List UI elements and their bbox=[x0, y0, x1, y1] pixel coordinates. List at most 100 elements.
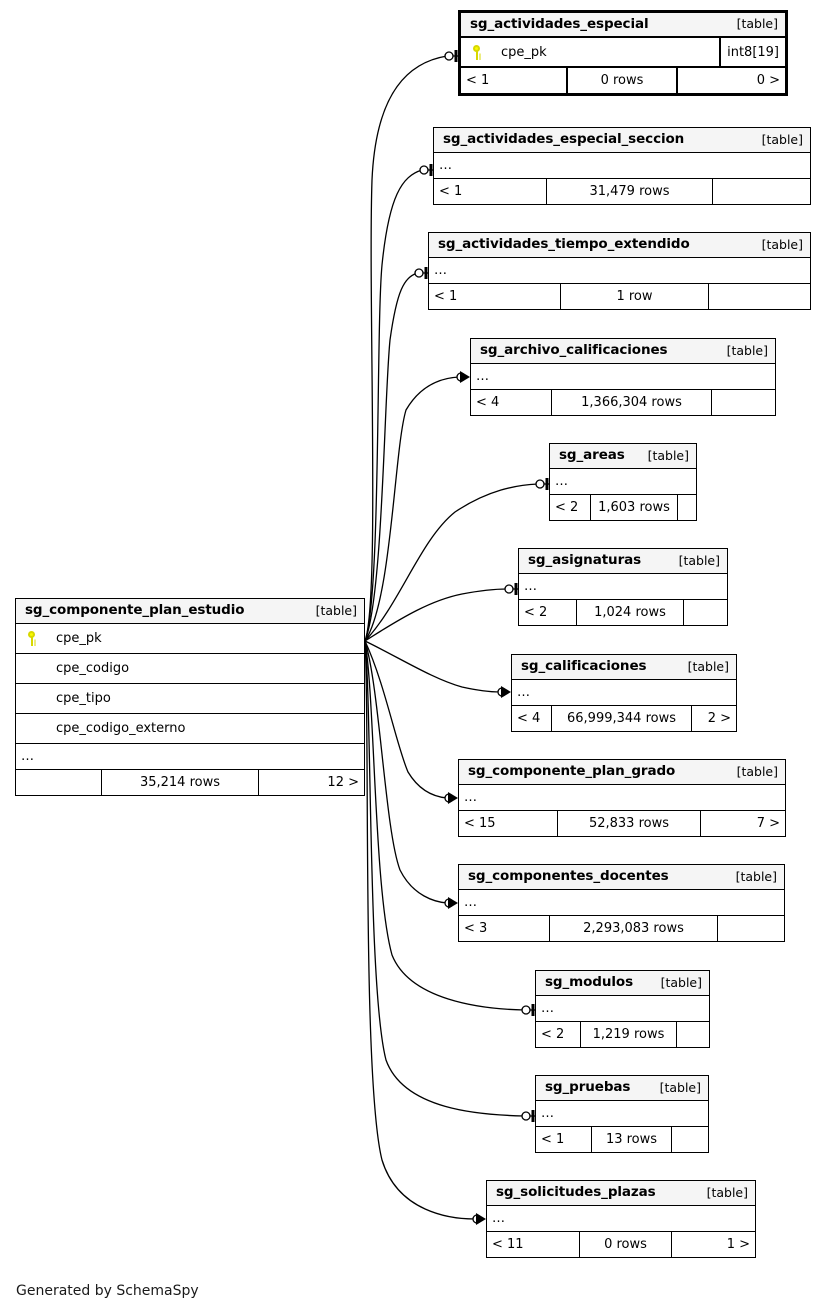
footer-parents-count: < 1 bbox=[541, 1132, 565, 1147]
table-node-sg_actividades_tiempo_extendido[interactable]: sg_actividades_tiempo_extendido[table]…<… bbox=[428, 232, 811, 310]
table-header: sg_modulos[table] bbox=[536, 971, 709, 996]
footer-parents-count: < 4 bbox=[517, 711, 541, 726]
column-row-cpe_pk[interactable]: cpe_pk bbox=[16, 624, 364, 654]
table-name: sg_componente_plan_grado bbox=[468, 763, 676, 780]
table-header: sg_actividades_especial[table] bbox=[461, 13, 785, 38]
footer-parents-count: < 1 bbox=[466, 73, 490, 88]
footer-children-count bbox=[684, 600, 727, 625]
table-name: sg_actividades_especial_seccion bbox=[443, 131, 685, 148]
footer-children-count bbox=[672, 1127, 708, 1152]
table-type-label: [table] bbox=[736, 763, 778, 779]
table-name: sg_actividades_tiempo_extendido bbox=[438, 236, 690, 253]
more-columns-ellipsis: … bbox=[487, 1206, 755, 1232]
cardinality-marker-zero-many-sg_componente_plan_grado bbox=[444, 792, 458, 804]
more-columns-ellipsis: … bbox=[429, 258, 810, 284]
footer-parents-count: < 3 bbox=[464, 921, 488, 936]
footer-parents-count: < 2 bbox=[555, 500, 579, 515]
table-name: sg_archivo_calificaciones bbox=[480, 342, 668, 359]
table-header: sg_componente_plan_estudio[table] bbox=[16, 599, 364, 624]
table-node-sg_componente_plan_grado[interactable]: sg_componente_plan_grado [table] … < 15 52,8… bbox=[458, 759, 786, 837]
more-columns-ellipsis: … bbox=[519, 574, 727, 600]
column-name: cpe_codigo bbox=[16, 661, 364, 676]
table-type-label: [table] bbox=[761, 131, 803, 147]
table-header: sg_pruebas[table] bbox=[536, 1076, 708, 1101]
table-node-sg_modulos[interactable]: sg_modulos[table]… < 2 1,219 rows bbox=[535, 970, 710, 1048]
footer-row-count: 1,024 rows bbox=[576, 600, 684, 625]
relationship-edge-sg_componente_plan_grado bbox=[364, 640, 448, 799]
footer-row-count: 66,999,344 rows bbox=[551, 706, 692, 731]
column-name-text: cpe_tipo bbox=[56, 691, 111, 706]
table-header: sg_actividades_tiempo_extendido [table] bbox=[429, 233, 810, 258]
cardinality-marker-zero-many-sg_componentes_docentes bbox=[444, 897, 458, 909]
footer-row-count: 1,219 rows bbox=[580, 1022, 677, 1047]
table-name: sg_actividades_especial bbox=[470, 15, 649, 32]
footer-parents-count: < 1 bbox=[434, 289, 458, 304]
primary-key-icon bbox=[471, 44, 485, 60]
footer-children-count bbox=[718, 916, 784, 941]
table-name: sg_areas bbox=[559, 447, 625, 464]
more-columns-ellipsis: … bbox=[459, 890, 784, 916]
relationship-edge-sg_asignaturas bbox=[364, 588, 508, 642]
table-footer: < 2 1,219 rows bbox=[536, 1022, 709, 1047]
more-columns-ellipsis: … bbox=[550, 469, 696, 495]
column-name-text: cpe_codigo bbox=[56, 661, 130, 676]
column-row-cpe_codigo[interactable]: cpe_codigo bbox=[16, 654, 364, 684]
relationship-edge-sg_calificaciones bbox=[364, 640, 501, 693]
table-type-label: [table] bbox=[659, 1079, 701, 1095]
footer-row-count: 52,833 rows bbox=[557, 811, 701, 836]
table-footer: < 1 1 row bbox=[429, 284, 810, 309]
column-name-text: cpe_pk bbox=[501, 44, 547, 60]
footer-children-count: 12 > bbox=[327, 775, 359, 790]
footer-row-count: 1 row bbox=[560, 284, 709, 309]
footer-children-count bbox=[709, 284, 810, 309]
table-name: sg_modulos bbox=[545, 974, 634, 991]
generator-caption: Generated by SchemaSpy bbox=[16, 1283, 199, 1299]
footer-children-count: 2 > bbox=[707, 711, 731, 726]
footer-parents-count bbox=[16, 770, 101, 795]
footer-parents-count: < 15 bbox=[464, 816, 496, 831]
footer-children-count: 1 > bbox=[726, 1237, 750, 1252]
table-name: sg_calificaciones bbox=[521, 658, 647, 675]
footer-children-count: 0 > bbox=[756, 73, 780, 88]
more-columns-ellipsis: … bbox=[459, 785, 785, 811]
footer-children-count bbox=[677, 1022, 709, 1047]
table-name: sg_componentes_docentes bbox=[468, 868, 669, 885]
cardinality-marker-zero-one-sg_actividades_especial_seccion bbox=[419, 164, 433, 176]
footer-parents-count: < 1 bbox=[439, 184, 463, 199]
table-type-label: [table] bbox=[315, 602, 357, 618]
table-type-label: [table] bbox=[706, 1184, 748, 1200]
more-columns-ellipsis: … bbox=[536, 996, 709, 1022]
column-name: cpe_pk bbox=[16, 631, 364, 646]
cardinality-marker-zero-many-sg_calificaciones bbox=[497, 686, 511, 698]
table-node-sg_actividades_especial_seccion[interactable]: sg_actividades_especial_seccion[table]…<… bbox=[433, 127, 811, 205]
table-header: sg_componentes_docentes[table] bbox=[459, 865, 784, 890]
table-type-label: [table] bbox=[761, 236, 803, 252]
column-row-cpe_tipo[interactable]: cpe_tipo bbox=[16, 684, 364, 714]
cardinality-marker-zero-one-sg_pruebas bbox=[521, 1110, 535, 1122]
column-row-cpe_codigo_externo[interactable]: cpe_codigo_externo bbox=[16, 714, 364, 744]
footer-parents-count: < 2 bbox=[541, 1027, 565, 1042]
table-type-label: [table] bbox=[726, 342, 768, 358]
table-name: sg_solicitudes_plazas bbox=[496, 1184, 656, 1201]
table-header: sg_calificaciones[table] bbox=[512, 655, 736, 680]
footer-row-count: 1,366,304 rows bbox=[551, 390, 712, 415]
footer-parents-count: < 11 bbox=[492, 1237, 524, 1252]
